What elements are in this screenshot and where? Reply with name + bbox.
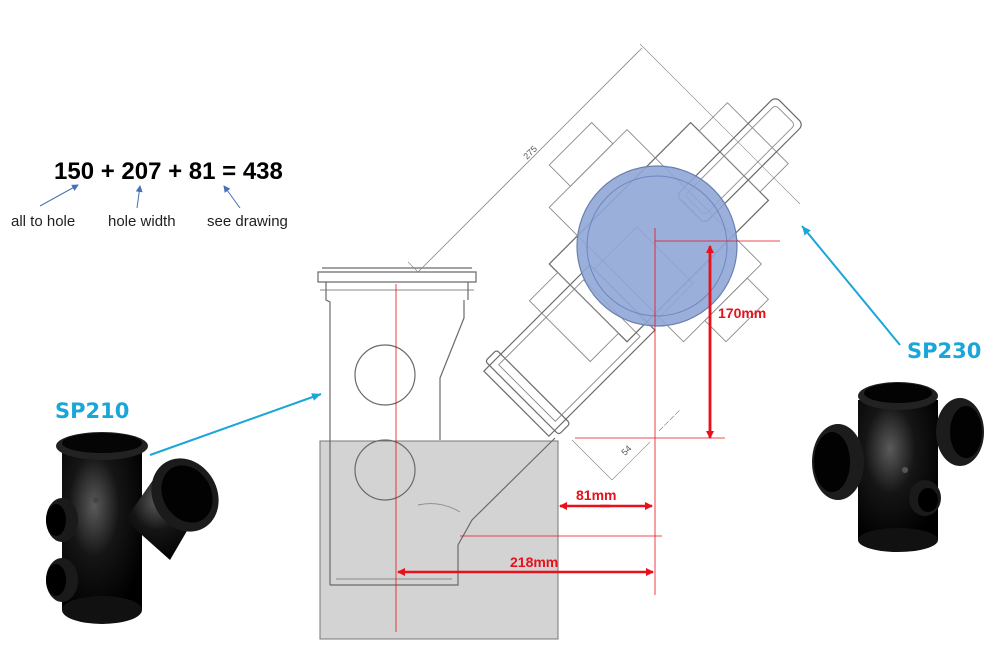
pipe-body-vertical [317, 267, 556, 586]
annotation-see-drawing: see drawing [207, 213, 288, 230]
branch-opening-circle [576, 165, 738, 327]
annotation-all-to-hole: all to hole [11, 213, 75, 230]
sp230-product-photo [812, 382, 984, 552]
dim-218-label: 218mm [510, 554, 558, 570]
svg-text:— — — —: — — — — [657, 409, 682, 434]
annotation-arrows [39, 184, 241, 209]
sp210-product-photo [46, 432, 219, 624]
product-label-sp230: SP230 [907, 339, 981, 363]
annotation-hole-width: hole width [108, 213, 176, 230]
equation-text: 150 + 207 + 81 = 438 [54, 158, 283, 185]
dim-275-label: 275 [521, 144, 539, 162]
product-label-sp210: SP210 [55, 399, 129, 423]
dim-81-label: 81mm [576, 487, 616, 503]
leader-sp230 [801, 225, 901, 346]
dim-170-label: 170mm [718, 305, 766, 321]
leader-sp210 [149, 393, 322, 456]
dim-54-label: 54 [619, 443, 633, 457]
dimension-54: 54 — — — — [571, 409, 682, 481]
reference-lines [395, 228, 780, 632]
